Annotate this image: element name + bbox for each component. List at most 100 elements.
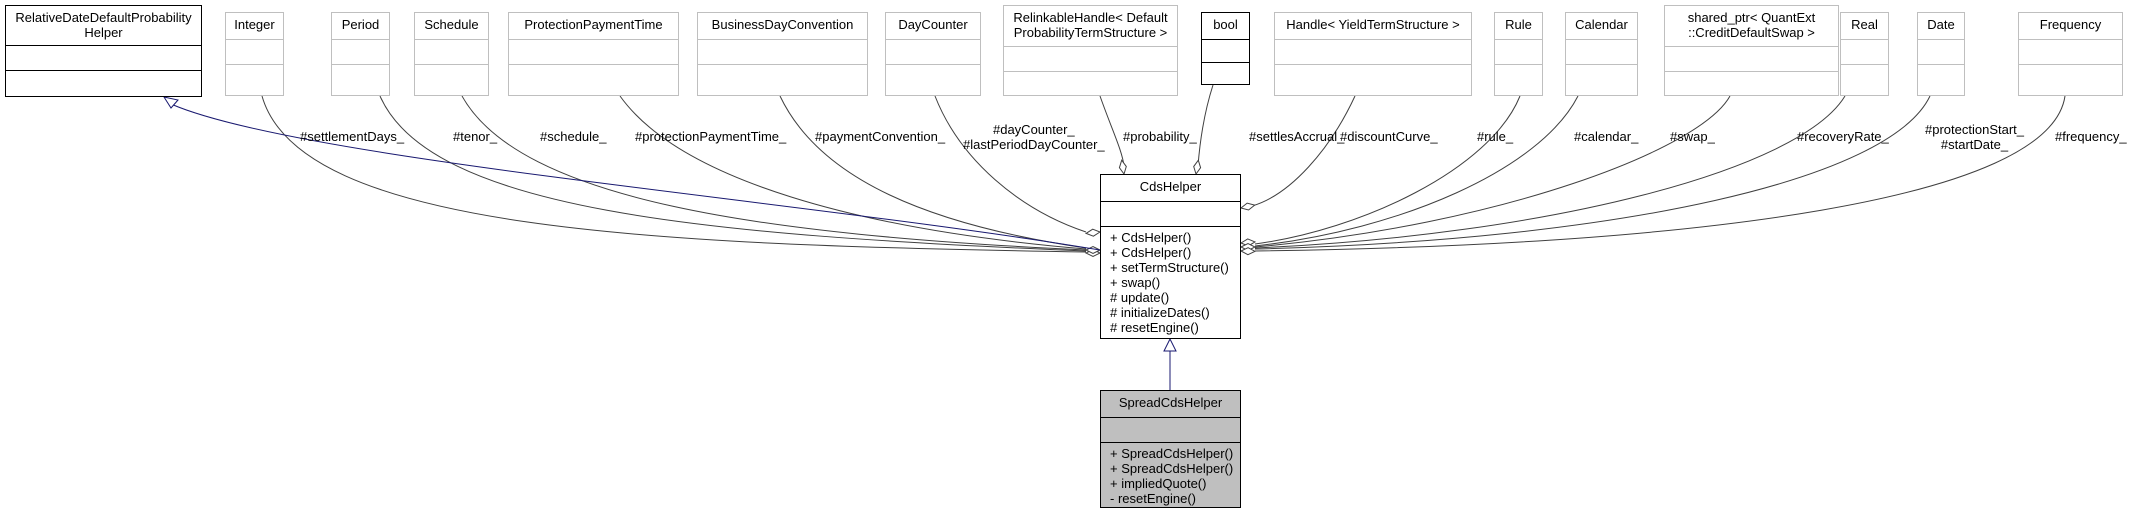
class-title: Handle< YieldTermStructure > <box>1275 13 1471 39</box>
edge-label-recovery-rate: #recoveryRate_ <box>1797 129 1889 144</box>
association-edge-business-day-convention <box>779 95 1087 249</box>
class-title: Frequency <box>2019 13 2122 39</box>
operations-section <box>332 64 389 71</box>
operation-item: + SpreadCdsHelper() <box>1110 461 1234 476</box>
class-title: Rule <box>1495 13 1542 39</box>
inheritance-arrow-spread-cds <box>1163 337 1177 352</box>
class-title-line: BusinessDayConvention <box>711 17 854 32</box>
attributes-section <box>2019 39 2122 64</box>
class-title-line: bool <box>1213 17 1238 32</box>
association-edge-integer <box>261 95 1087 253</box>
operations-section <box>509 64 678 71</box>
class-title-line: Date <box>1927 17 1955 32</box>
class-title-line: Frequency <box>2039 17 2102 32</box>
attributes-section <box>509 39 678 64</box>
edge-label-rule: #rule_ <box>1477 129 1513 144</box>
class-handle-yield[interactable]: Handle< YieldTermStructure > <box>1274 12 1472 96</box>
operation-item: # update() <box>1110 290 1170 305</box>
edge-label-protection-payment-time: #protectionPaymentTime_ <box>635 129 786 144</box>
edge-label-schedule: #schedule_ <box>540 129 607 144</box>
association-edge-day-counter <box>934 95 1087 233</box>
class-title-line: shared_ptr< QuantExt <box>1687 10 1816 25</box>
class-real[interactable]: Real <box>1840 12 1889 96</box>
edge-label-line: #protectionStart_ <box>1925 122 2025 137</box>
operations-section <box>1841 64 1888 71</box>
class-title: bool <box>1202 13 1249 39</box>
class-title-line: Real <box>1851 17 1878 32</box>
inheritance-edge-relative-date <box>170 103 1101 251</box>
operation-item: + CdsHelper() <box>1110 245 1192 260</box>
edge-label-tenor: #tenor_ <box>453 129 497 144</box>
class-business-day-convention[interactable]: BusinessDayConvention <box>697 12 868 96</box>
edge-label-line: #calendar_ <box>1574 129 1639 144</box>
class-title-line: Calendar <box>1575 17 1628 32</box>
operations-section <box>1202 62 1249 69</box>
attributes-section <box>1101 201 1240 226</box>
class-date[interactable]: Date <box>1917 12 1965 96</box>
edge-label-probability: #probability_ <box>1123 129 1197 144</box>
association-edge-calendar <box>1254 95 1579 247</box>
operations-section <box>1665 71 1838 78</box>
aggregation-diamond-bool <box>1193 159 1202 176</box>
edge-label-line: #startDate_ <box>1940 137 2009 152</box>
class-shared-ptr[interactable]: shared_ptr< QuantExt::CreditDefaultSwap … <box>1664 5 1839 96</box>
operation-item: + swap() <box>1110 275 1161 290</box>
class-cds-helper[interactable]: CdsHelper+ CdsHelper()+ CdsHelper()+ set… <box>1100 174 1241 339</box>
class-integer[interactable]: Integer <box>225 12 284 96</box>
edge-label-line: #probability_ <box>1123 129 1197 144</box>
class-title-line: RelativeDateDefaultProbability <box>15 10 192 25</box>
class-calendar[interactable]: Calendar <box>1565 12 1638 96</box>
attributes-section <box>415 39 488 64</box>
attributes-section <box>1202 39 1249 62</box>
class-title: DayCounter <box>886 13 980 39</box>
operations-section <box>226 64 283 71</box>
class-day-counter[interactable]: DayCounter <box>885 12 981 96</box>
association-edge-real <box>1254 95 1846 249</box>
class-title-line: SpreadCdsHelper <box>1118 395 1223 410</box>
class-rule[interactable]: Rule <box>1494 12 1543 96</box>
class-title: shared_ptr< QuantExt::CreditDefaultSwap … <box>1665 6 1838 46</box>
class-title: Calendar <box>1566 13 1637 39</box>
operations-section <box>886 64 980 71</box>
edge-label-line: #dayCounter_ <box>992 122 1075 137</box>
class-protection-payment-time[interactable]: ProtectionPaymentTime <box>508 12 679 96</box>
attributes-section <box>1566 39 1637 64</box>
class-title-line: ProtectionPaymentTime <box>524 17 663 32</box>
association-edge-period <box>379 95 1087 252</box>
attributes-section <box>6 45 201 70</box>
class-frequency[interactable]: Frequency <box>2018 12 2123 96</box>
class-spread-cds-helper[interactable]: SpreadCdsHelper + SpreadCdsHelper()+ Spre… <box>1100 390 1241 508</box>
operations-section <box>6 70 201 77</box>
aggregation-diamond-left-3 <box>1084 228 1102 237</box>
edge-label-settlement-days: #settlementDays_ <box>300 129 404 144</box>
inheritance-arrow-relative-date <box>162 96 179 109</box>
operations-section <box>415 64 488 71</box>
edge-label-frequency: #frequency_ <box>2055 129 2127 144</box>
class-schedule[interactable]: Schedule <box>414 12 489 96</box>
operations-section <box>1566 64 1637 71</box>
association-edge-protection-payment-time <box>619 95 1087 250</box>
attributes-section <box>1665 46 1838 71</box>
operations-section: + CdsHelper()+ CdsHelper()+ setTermStruc… <box>1101 226 1240 338</box>
attributes-section <box>886 39 980 64</box>
attributes-section <box>1495 39 1542 64</box>
edge-label-line: #schedule_ <box>540 129 607 144</box>
class-period[interactable]: Period <box>331 12 390 96</box>
attributes-section <box>1841 39 1888 64</box>
class-title-line: RelinkableHandle< Default <box>1013 10 1168 25</box>
edge-label-line: #recoveryRate_ <box>1797 129 1889 144</box>
class-title-line: Schedule <box>424 17 479 32</box>
class-title-line: Helper <box>84 25 123 40</box>
operation-item: # initializeDates() <box>1110 305 1210 320</box>
class-title-line: Handle< YieldTermStructure > <box>1286 17 1460 32</box>
class-bool[interactable]: bool <box>1201 12 1250 85</box>
attributes-section <box>698 39 867 64</box>
edge-label-payment-convention: #paymentConvention_ <box>815 129 945 144</box>
operations-section <box>1275 64 1471 71</box>
operation-item: + SpreadCdsHelper() <box>1110 446 1234 461</box>
operation-item: + setTermStructure() <box>1110 260 1229 275</box>
edge-label-line: #rule_ <box>1477 129 1514 144</box>
